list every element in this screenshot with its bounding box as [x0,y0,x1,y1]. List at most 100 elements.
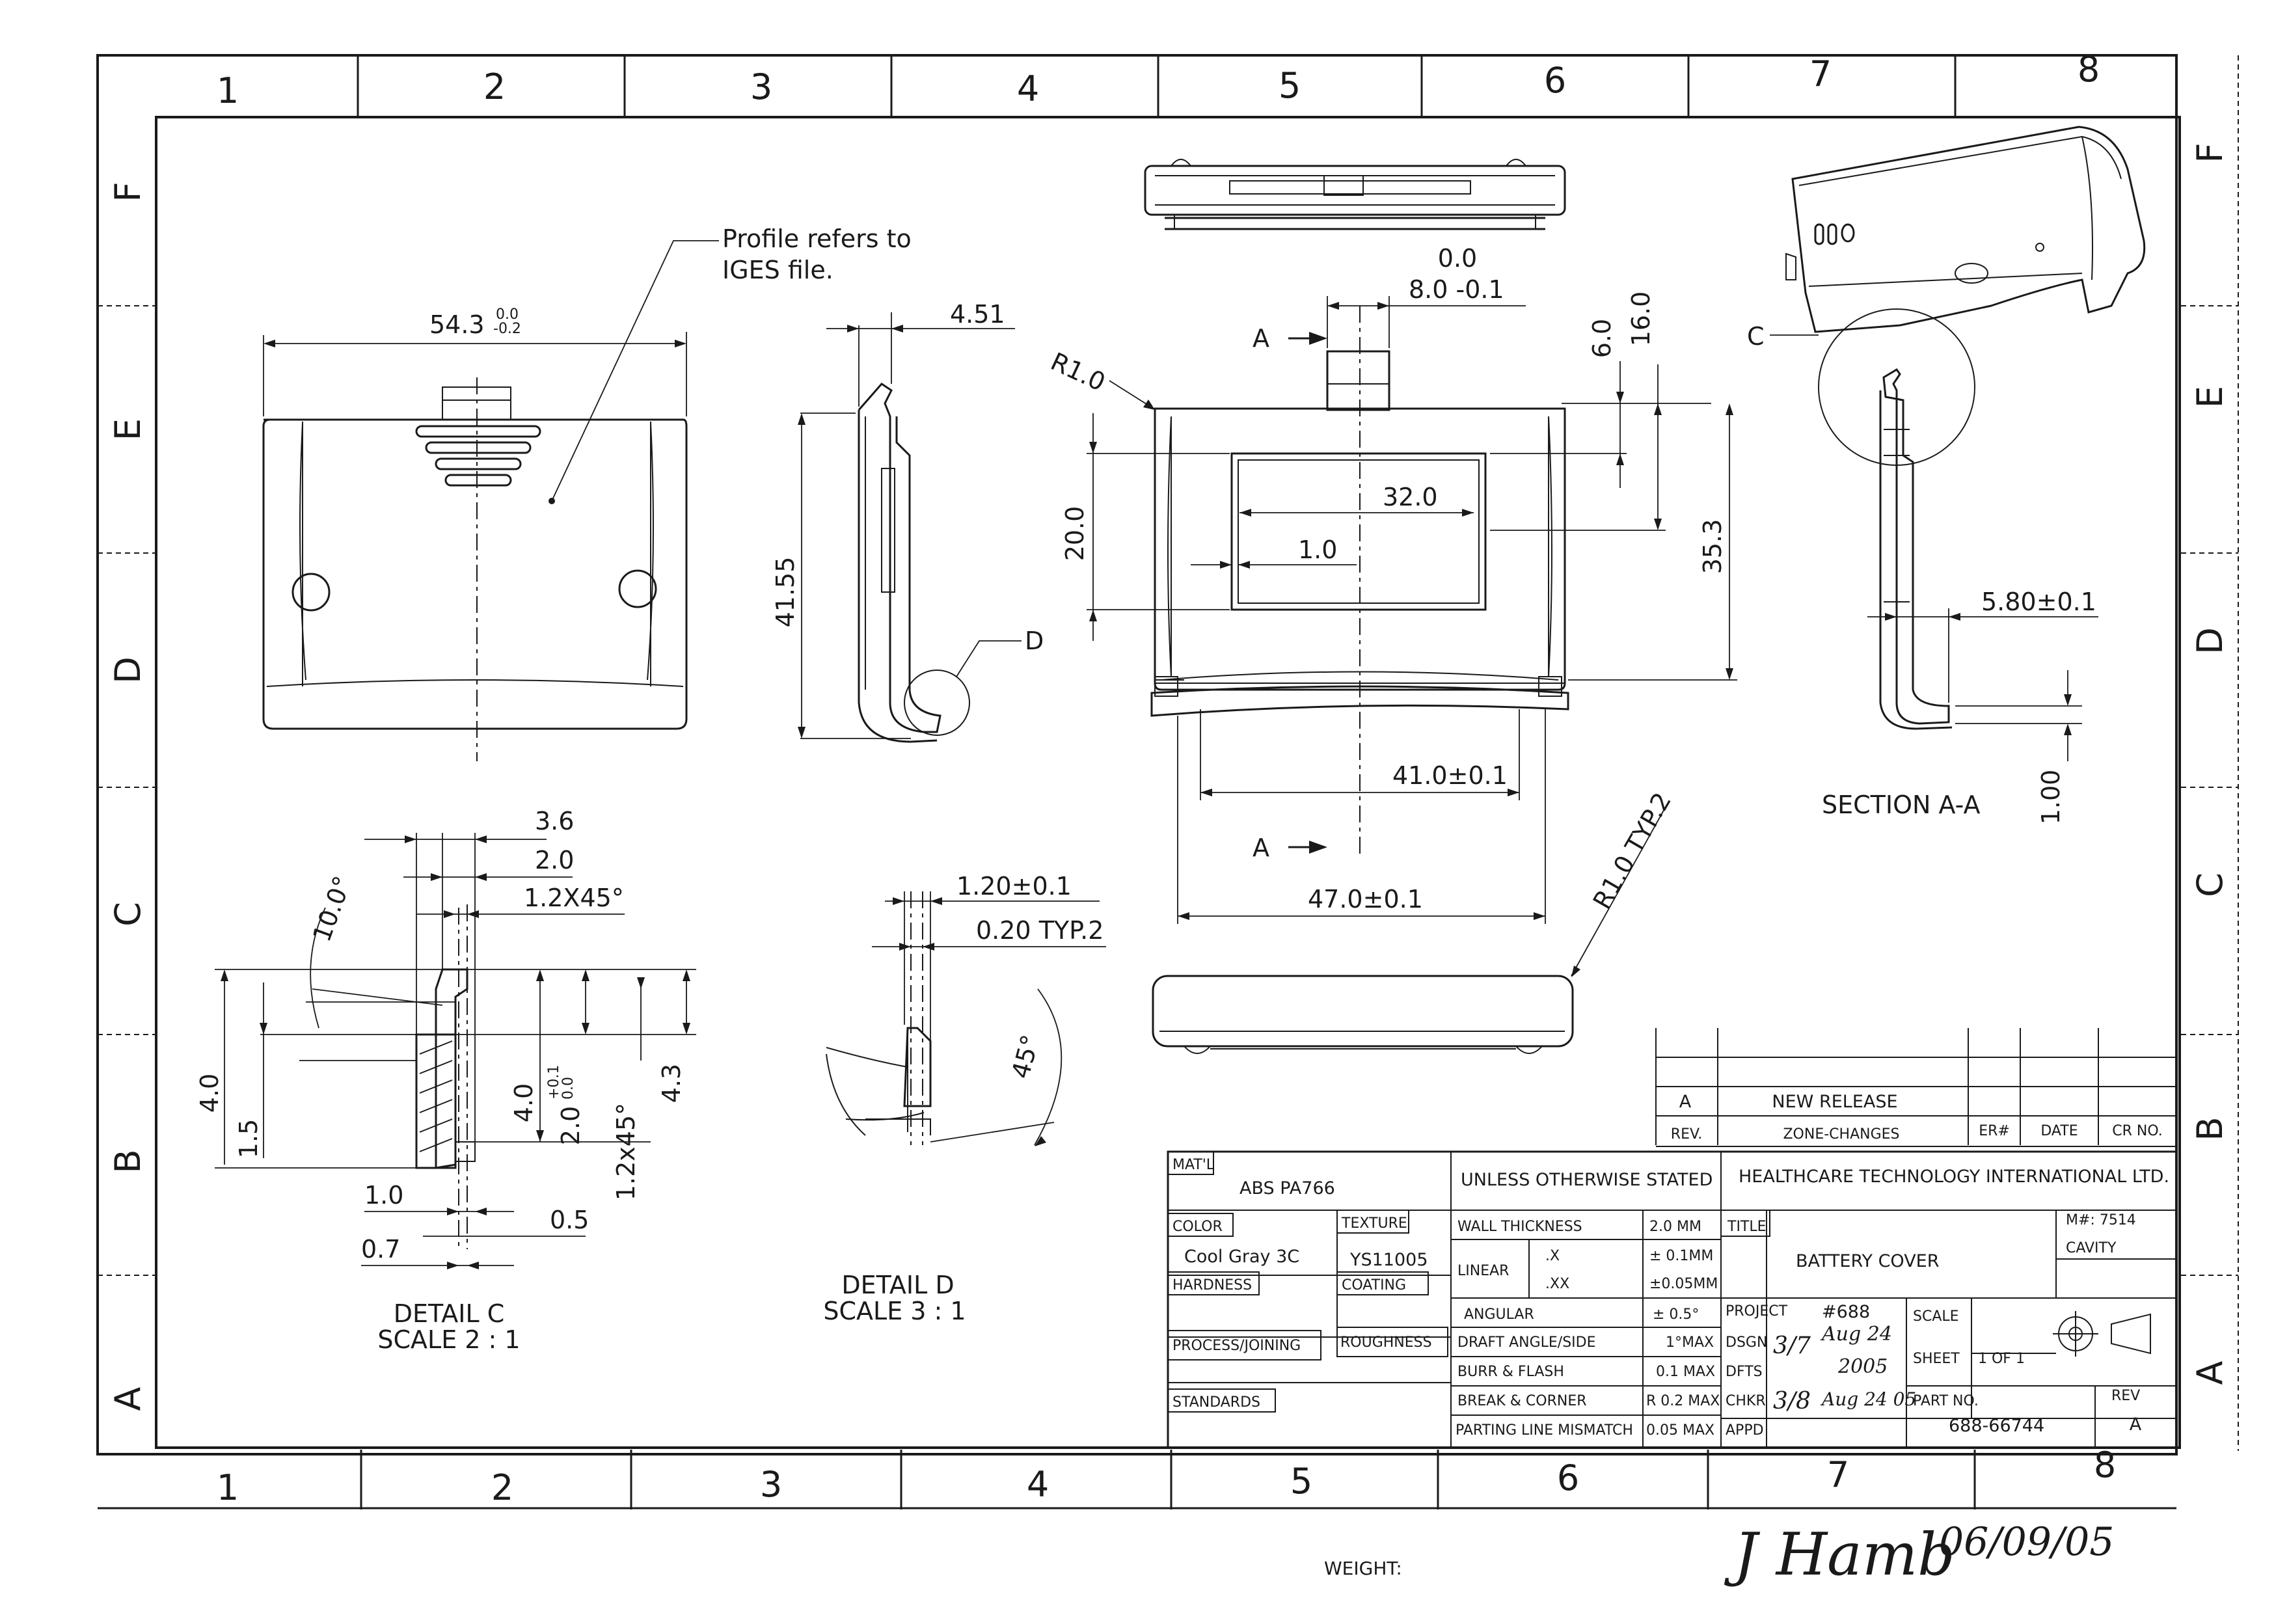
inner-width-dim: 41.0±0.1 [1392,761,1508,790]
zone-row-d: D [107,656,148,684]
zone-row-d-right: D [2189,627,2230,655]
detail-c-dim-15: 1.5 [234,1119,263,1158]
title-label: TITLE [1727,1219,1767,1235]
linear-label: LINEAR [1457,1263,1509,1279]
cavity-label: CAVITY [2066,1240,2117,1256]
title-block: MAT'L ABS PA766 UNLESS OTHERWISE STATED … [1167,1150,2178,1449]
matl-label: MAT'L [1172,1157,1215,1173]
detail-d-title: DETAIL D [841,1271,954,1299]
zone-col-1: 1 [217,70,239,111]
sheet-value: 1 OF 1 [1978,1351,2025,1367]
scale-label: SCALE [1913,1308,1959,1325]
project-label: PROJECT [1726,1303,1788,1320]
parting-label: PARTING LINE MISMATCH [1456,1422,1633,1439]
top-dim-2: 16.0 [1627,291,1655,347]
window-height-dim: 20.0 [1061,506,1089,562]
detail-d-scale: SCALE 3 : 1 [823,1297,966,1325]
detail-c-dim-20-tol: 2.0 [556,1106,585,1145]
angular-value: ± 0.5° [1653,1306,1699,1323]
detail-c-dim-36: 3.6 [535,807,574,835]
profile-note-line2: IGES file. [722,256,833,284]
zone-col-3: 3 [750,66,772,107]
tab-tol-upper: 0.0 [1438,244,1477,273]
rev-label: REV [2111,1388,2140,1404]
zone-row-b: B [107,1149,148,1173]
zone-row-e: E [107,418,148,440]
draft-value: 1°MAX [1666,1334,1714,1351]
top-edge-view [1144,159,1566,230]
angular-label: ANGULAR [1464,1306,1534,1323]
detail-d-dim-120: 1.20±0.1 [956,872,1072,900]
standards-label: STANDARDS [1172,1394,1260,1411]
detail-c-dim-40: 4.0 [509,1083,538,1122]
wall-thickness-label: WALL THICKNESS [1457,1219,1582,1235]
revision-header-rev: REV. [1671,1126,1702,1143]
zone-row-c-right: C [2189,873,2230,897]
zone-col-8: 8 [2078,49,2100,90]
zone-col-4: 4 [1017,68,1039,109]
section-marker-bottom: A [1253,833,1269,862]
appd-label: APPD [1726,1422,1764,1439]
signature-date: 06/09/05 [1939,1519,2114,1565]
dsgn-label: DSGN [1726,1334,1767,1351]
m-number: M#: 7514 [2066,1212,2136,1228]
chkr-label: CHKR [1726,1393,1766,1409]
detail-d: 1.20±0.1 0.20 TYP.2 45° DETAIL D SCALE 3… [823,872,1106,1325]
total-height-dim: 35.3 [1698,519,1727,575]
zone-col-1-bottom: 1 [217,1467,239,1508]
main-radius: R1.0 [1046,347,1109,397]
zone-row-b-right: B [2189,1116,2230,1141]
bottom-radius-dim: R1.0 TYP.2 [1588,788,1677,914]
linear-xx-tol: ±0.05MM [1649,1276,1718,1292]
zone-row-a-right: A [2189,1360,2230,1385]
zone-col-2: 2 [483,66,506,107]
dfts-label: DFTS [1726,1364,1763,1380]
linear-x-tol: ± 0.1MM [1649,1248,1713,1264]
side-depth-dim: 4.51 [950,300,1005,329]
profile-note-line1: Profile refers to [722,224,912,253]
part-no-value: 688-66744 [1949,1416,2044,1436]
zone-row-a: A [107,1387,148,1411]
section-dim-580: 5.80±0.1 [1981,588,2096,616]
section-dim-100: 1.00 [2037,770,2065,825]
revision-block: A NEW RELEASE REV. ZONE-CHANGES ER# DATE… [1655,1028,2176,1147]
detail-c-tol-lower: 0.0 [560,1077,576,1100]
side-height-dim: 41.55 [771,557,800,628]
detail-c-scale: SCALE 2 : 1 [377,1325,520,1354]
zone-col-5: 5 [1279,65,1301,106]
front-width-tol-upper: 0.0 [496,306,519,323]
zone-col-4-bottom: 4 [1027,1464,1049,1505]
zone-row-f-right: F [2189,142,2230,163]
bottom-edge-view: R1.0 TYP.2 [1152,788,1677,1054]
zone-labels-right: F E D C B A [2189,142,2230,1385]
detail-c-angle: 10.0° [307,873,357,945]
detail-c-chamfer: 1.2X45° [524,884,624,912]
zone-col-5-bottom: 5 [1290,1461,1312,1502]
parting-value: 0.05 MAX [1646,1422,1714,1439]
weight-label: WEIGHT: [1324,1558,1402,1579]
revision-header-er: ER# [1979,1123,2010,1139]
color-value: Cool Gray 3C [1184,1247,1299,1267]
dfts-date: 2005 [1837,1355,1888,1378]
detail-c-dim-20: 2.0 [535,846,574,874]
detail-c-dim-10: 1.0 [364,1181,403,1210]
project-value: #688 [1822,1302,1870,1322]
linear-x: .X [1545,1248,1560,1264]
section-title: SECTION A-A [1822,791,1981,819]
revision-header-zone: ZONE-CHANGES [1783,1126,1899,1143]
zone-row-c: C [107,902,148,927]
revision-description: NEW RELEASE [1772,1092,1897,1112]
detail-c-dim-43: 4.3 [657,1064,686,1103]
burr-label: BURR & FLASH [1457,1364,1564,1380]
window-offset-dim: 1.0 [1298,535,1337,564]
tab-width-dim: 8.0 -0.1 [1409,275,1504,304]
zone-labels-left: F E D C B A [107,182,148,1411]
detail-c-tol-upper: +0.1 [546,1065,562,1100]
zone-col-6: 6 [1544,60,1566,101]
detail-c-dim-40-left: 4.0 [195,1074,224,1113]
title-value: BATTERY COVER [1796,1251,1940,1271]
zone-col-3-bottom: 3 [760,1464,782,1505]
revision-rev: A [1679,1092,1692,1112]
linear-xx: .XX [1545,1276,1569,1292]
